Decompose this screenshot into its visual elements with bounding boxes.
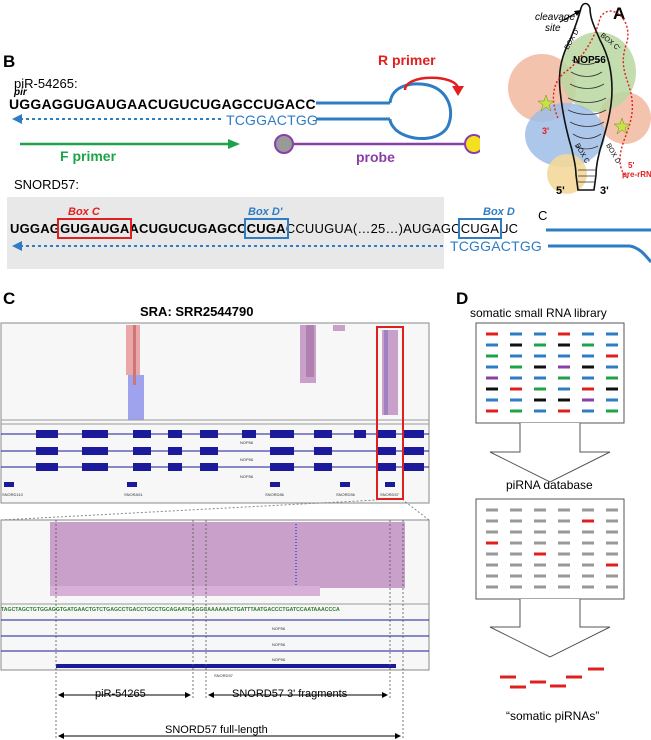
database-label: piRNA database bbox=[506, 478, 593, 492]
snord-seq-box-c: GUGAUGA bbox=[57, 218, 133, 239]
panel-d-label: D bbox=[456, 289, 469, 308]
panel-b-label: B bbox=[3, 52, 16, 71]
zoom-gene-3: NOP56 bbox=[272, 657, 286, 662]
pre-rrna-5-label: 5' bbox=[628, 161, 634, 170]
pir-name: piR-54265: bbox=[14, 76, 78, 91]
snord-name: SNORD57: bbox=[14, 177, 80, 192]
box-d-seq-label: Box D bbox=[483, 206, 515, 218]
panel-c-label: C bbox=[3, 289, 16, 308]
gene-snord86: SNORD86 bbox=[265, 492, 285, 497]
pir-rt-sequence: TCGGACTGG bbox=[226, 112, 319, 128]
snord-seq-part-a: UGGAG bbox=[10, 221, 61, 236]
f-primer-label: F primer bbox=[60, 148, 117, 164]
gene-top-3: NOP56 bbox=[240, 474, 254, 479]
pre-rrna-label: pre-rRNA bbox=[622, 170, 651, 179]
panel-a-label: A bbox=[613, 4, 626, 23]
snord-seq-box-dprime: CUGA bbox=[243, 218, 289, 239]
probe-label: probe bbox=[356, 149, 395, 165]
gene-snord110: SNORD110 bbox=[2, 492, 24, 497]
r-primer-label: R primer bbox=[378, 52, 436, 68]
gene-snord56: SNORD56 bbox=[336, 492, 356, 497]
box-c-seq-label: Box C bbox=[68, 206, 100, 218]
pipeline-diagram bbox=[475, 322, 625, 689]
snord-trailing-c: C bbox=[538, 208, 548, 223]
snord-seq-part-d: UC bbox=[499, 221, 519, 236]
nop56-label: NOP56 bbox=[573, 55, 606, 66]
snord-box-background bbox=[7, 197, 444, 269]
snord-assay-diagram bbox=[12, 228, 651, 263]
sequence-strip: TAGCTAGCTGTGGAGGTGATGAACTGTCTGAGCCTGACCT… bbox=[1, 607, 340, 613]
pir-assay-diagram bbox=[12, 76, 480, 154]
gene-snord57: SNORD57 bbox=[380, 492, 400, 497]
pir-tag: pir bbox=[14, 87, 27, 98]
protein-blob-blue bbox=[525, 103, 605, 167]
protein-blob-green bbox=[560, 32, 636, 112]
cleavage-site-label-1: cleavage bbox=[535, 12, 575, 23]
box-d-label: BOX D bbox=[604, 143, 621, 165]
box-dprime-seq-label: Box D' bbox=[248, 206, 283, 218]
zoom-gene-2: NOP56 bbox=[272, 642, 286, 647]
pir-sequence: UGGAGGUGAUGAACUGUCUGAGCCUGACC bbox=[9, 96, 316, 112]
bracket-frag-label: SNORD57 3' fragments bbox=[232, 688, 348, 700]
cleavage-site-label-2: site bbox=[545, 23, 561, 34]
gene-snora51: SNORA51 bbox=[124, 492, 143, 497]
zoom-gene-4: SNORD57 bbox=[214, 673, 234, 678]
five-prime-label: 5' bbox=[556, 185, 565, 197]
protein-blob-yellow bbox=[547, 154, 587, 194]
bracket-full-label: SNORD57 full-length bbox=[165, 724, 268, 736]
genome-browser: NOP56 NOP56 NOP56 SNORD110 SNORA51 SNORD… bbox=[0, 322, 430, 739]
snord-seq-box-d: CUGA bbox=[457, 218, 503, 239]
zoom-gene-1: NOP56 bbox=[272, 626, 286, 631]
snord-seq-part-b: ACUGUCUGAGCC bbox=[129, 221, 247, 236]
snorna-diagram: cleavage site NOP56 BOX D' BOX C' BOX C … bbox=[508, 2, 651, 197]
snord-rt-sequence: TCGGACTGG bbox=[450, 238, 543, 254]
gene-top-2: NOP56 bbox=[240, 457, 254, 462]
library-label: somatic small RNA library bbox=[470, 306, 607, 320]
snord-seq-part-c: CCUUGUA(…25…)AUGAGC bbox=[285, 221, 461, 236]
three-prime-red-label: 3' bbox=[542, 126, 549, 136]
bracket-pir-label: piR-54265 bbox=[95, 688, 146, 700]
result-label: “somatic piRNAs” bbox=[506, 709, 600, 723]
sra-title: SRA: SRR2544790 bbox=[140, 304, 254, 319]
gene-top-1: NOP56 bbox=[240, 440, 254, 445]
three-prime-label: 3' bbox=[600, 185, 609, 197]
snord-sequence: UGGAGGUGAUGAACUGUCUGAGCCCUGACCUUGUA(…25…… bbox=[10, 218, 519, 239]
